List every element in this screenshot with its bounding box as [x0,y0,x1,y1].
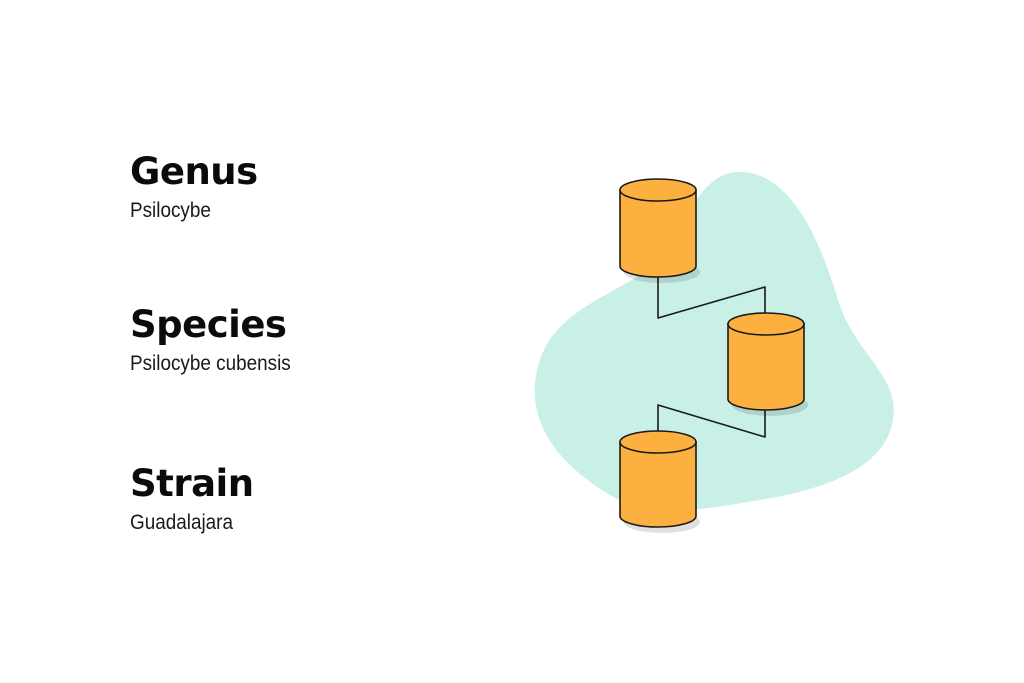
level-genus: Genus Psilocybe [130,153,258,221]
species-title: Species [130,303,287,346]
connector-species-strain [657,404,766,438]
strain-title: Strain [130,462,254,505]
cylinder-strain [619,430,700,533]
cylinder-genus [619,178,700,283]
genus-value: Psilocybe [130,199,211,222]
species-value: Psilocybe cubensis [130,352,291,375]
background-blob [534,171,894,511]
connector-genus-species [657,277,766,319]
connector-lines [657,277,766,438]
level-species: Species Psilocybe cubensis [130,306,309,374]
level-strain: Strain Guadalajara [130,465,254,533]
strain-value: Guadalajara [130,511,233,534]
genus-title: Genus [130,150,258,193]
cylinder-species [727,312,808,416]
